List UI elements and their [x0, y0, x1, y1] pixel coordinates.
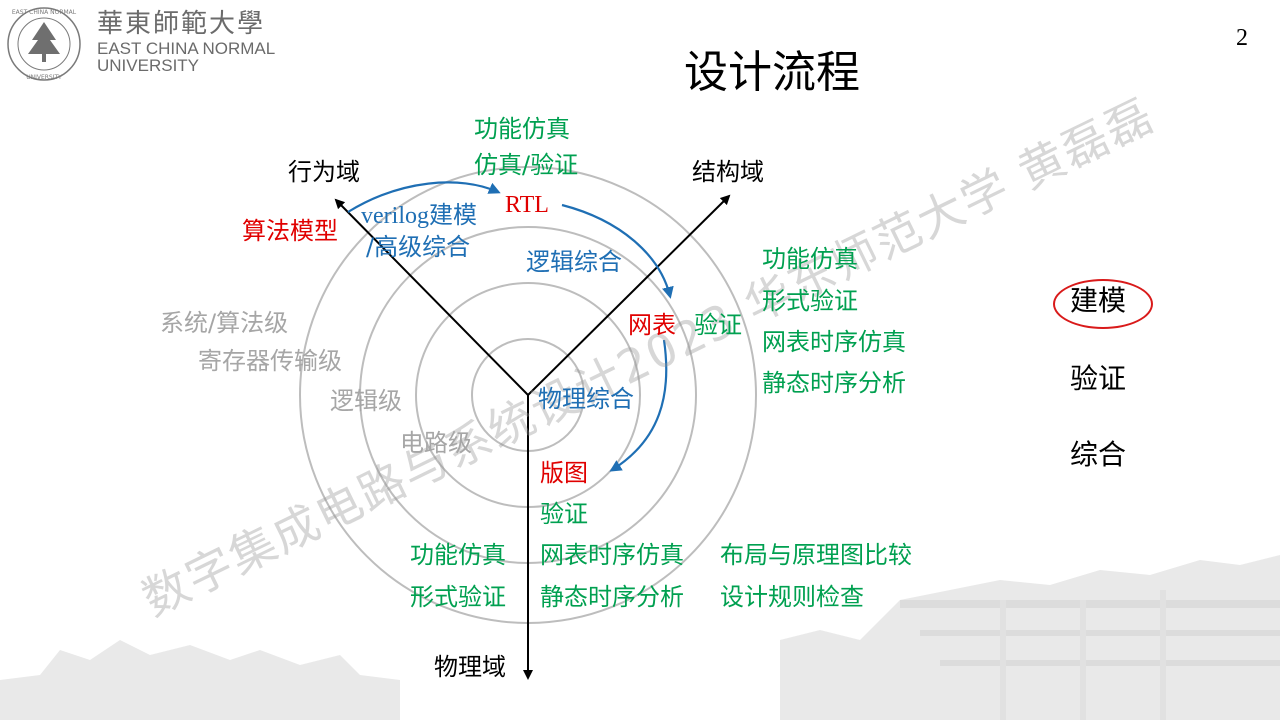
- behavior-axis: [334, 198, 529, 396]
- right-verify-item: 网表时序仿真: [762, 328, 906, 356]
- svg-text:UNIVERSITY: UNIVERSITY: [26, 74, 62, 81]
- bottom-verify-item: 设计规则检查: [720, 583, 864, 611]
- legend-modeling: 建模: [1070, 284, 1127, 317]
- logic-level-label: 逻辑级: [330, 387, 402, 415]
- right-verify-item: 功能仿真: [762, 245, 858, 273]
- layout-label: 版图: [540, 459, 588, 487]
- page-number: 2: [1236, 25, 1248, 51]
- bottom-verify-item: 网表时序仿真: [540, 541, 684, 569]
- modeling-highlight-ellipse: [1053, 279, 1153, 329]
- layout-verify-label: 验证: [540, 500, 588, 528]
- right-verify-item: 形式验证: [762, 287, 858, 315]
- bottom-verify-item: 形式验证: [410, 583, 506, 611]
- page-title: 设计流程: [684, 47, 860, 98]
- system-level-label: 系统/算法级: [160, 309, 289, 337]
- physical-domain-label: 物理域: [434, 653, 506, 681]
- top-verify-line1: 功能仿真: [474, 115, 570, 143]
- verilog-label-line1: verilog建模: [361, 200, 477, 231]
- structure-axis: [527, 194, 731, 396]
- verilog-text: verilog建模: [361, 203, 477, 229]
- structure-domain-label: 结构域: [692, 158, 764, 186]
- campus-background-image: [0, 555, 1280, 720]
- rtl-to-netlist-arrow: [561, 203, 674, 299]
- netlist-to-layout-arrow: [609, 339, 668, 472]
- circuit-level-label: 电路级: [400, 429, 472, 457]
- algorithm-model-label: 算法模型: [242, 217, 338, 245]
- bottom-verify-item: 布局与原理图比较: [720, 541, 912, 569]
- verilog-label-line2: /高级综合: [366, 233, 471, 261]
- physical-synthesis-label: 物理综合: [538, 385, 634, 413]
- bottom-verify-item: 功能仿真: [410, 541, 506, 569]
- logic-synthesis-label: 逻辑综合: [526, 248, 622, 276]
- top-verify-line2: 仿真/验证: [474, 151, 579, 179]
- logo-english-line1: EAST CHINA NORMAL: [97, 39, 276, 58]
- rtl-label: RTL: [505, 192, 549, 218]
- flow-arrows: [347, 181, 674, 472]
- algorithm-to-rtl-arrow: [347, 181, 501, 213]
- logo-english-line2: UNIVERSITY: [97, 56, 200, 75]
- legend-verify: 验证: [1070, 362, 1127, 395]
- logo-chinese-name: 華東師範大學: [97, 9, 266, 39]
- svg-text:EAST CHINA NORMAL: EAST CHINA NORMAL: [12, 9, 77, 16]
- right-verify-item: 静态时序分析: [762, 369, 906, 397]
- bottom-verify-item: 静态时序分析: [540, 583, 684, 611]
- rtl-level-label: 寄存器传输级: [198, 347, 342, 375]
- university-seal: EAST CHINA NORMAL UNIVERSITY: [7, 7, 81, 81]
- behavior-domain-label: 行为域: [288, 158, 360, 186]
- netlist-label: 网表: [628, 311, 676, 339]
- netlist-verify-label: 验证: [694, 311, 742, 339]
- y-chart-axes: [334, 194, 731, 680]
- legend-synthesis: 综合: [1070, 438, 1127, 471]
